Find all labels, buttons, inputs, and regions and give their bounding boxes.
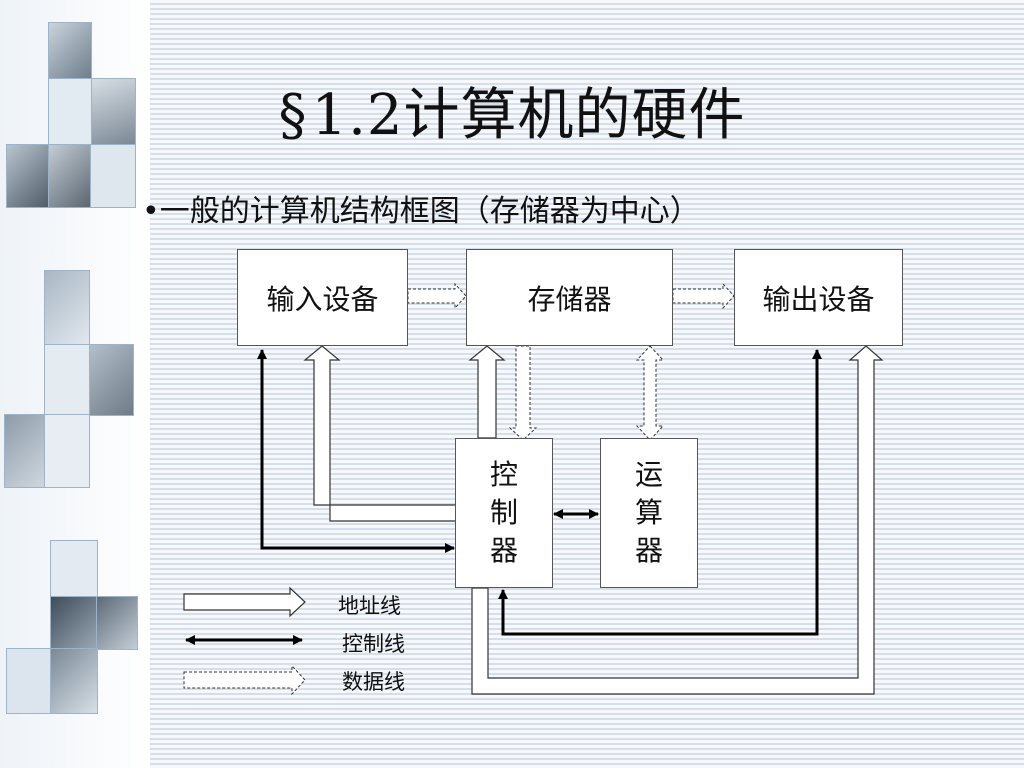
legend-address-label: 地址线 xyxy=(338,594,401,618)
photo-tile xyxy=(90,144,136,208)
legend-address-symbol xyxy=(183,586,306,618)
memory-label: 存储器 xyxy=(527,282,612,316)
controller-box: 控 制 器 xyxy=(455,438,553,588)
photo-tile xyxy=(88,344,134,416)
address-arrow-to-output xyxy=(471,345,884,695)
legend-data-symbol xyxy=(183,664,306,696)
alu-box: 运 算 器 xyxy=(600,438,698,588)
photo-tile xyxy=(50,596,98,650)
title-text: 1.2计算机的硬件 xyxy=(311,83,746,148)
bullet-text: •一般的计算机结构框图（存储器为中心） xyxy=(142,194,700,229)
data-arrow-memory-to-controller xyxy=(508,345,538,441)
photo-tile xyxy=(48,78,92,146)
data-arrow-memory-alu xyxy=(635,345,665,441)
controller-char: 制 xyxy=(489,496,518,529)
slide-title: §1.2计算机的硬件 xyxy=(0,70,1024,151)
input-device-box: 输入设备 xyxy=(237,249,408,346)
photo-tile xyxy=(96,596,138,650)
input-device-label: 输入设备 xyxy=(266,282,379,316)
photo-tile xyxy=(90,78,136,146)
address-arrow-to-memory xyxy=(468,345,506,439)
photo-tile xyxy=(4,414,46,488)
control-line-to-output xyxy=(498,349,822,636)
section-symbol: § xyxy=(278,83,308,148)
decorative-sidebar xyxy=(0,0,150,768)
output-device-label: 输出设备 xyxy=(762,282,875,316)
photo-tile xyxy=(44,270,90,346)
controller-char: 器 xyxy=(489,534,518,567)
photo-tile xyxy=(50,648,98,714)
memory-box: 存储器 xyxy=(466,249,673,346)
alu-char: 器 xyxy=(634,534,663,567)
data-arrow-memory-to-output xyxy=(672,282,735,310)
photo-tile xyxy=(44,414,90,488)
control-line-to-input xyxy=(257,349,455,553)
legend-data-label: 数据线 xyxy=(342,670,405,694)
alu-char: 算 xyxy=(634,496,663,529)
photo-tile xyxy=(48,144,92,208)
controller-char: 控 xyxy=(489,458,518,491)
output-device-box: 输出设备 xyxy=(734,249,903,346)
alu-char: 运 xyxy=(634,458,663,491)
data-arrow-input-to-memory xyxy=(407,282,467,310)
legend-control-label: 控制线 xyxy=(342,632,405,656)
address-arrow-to-input xyxy=(303,345,457,522)
photo-tile xyxy=(6,144,50,208)
